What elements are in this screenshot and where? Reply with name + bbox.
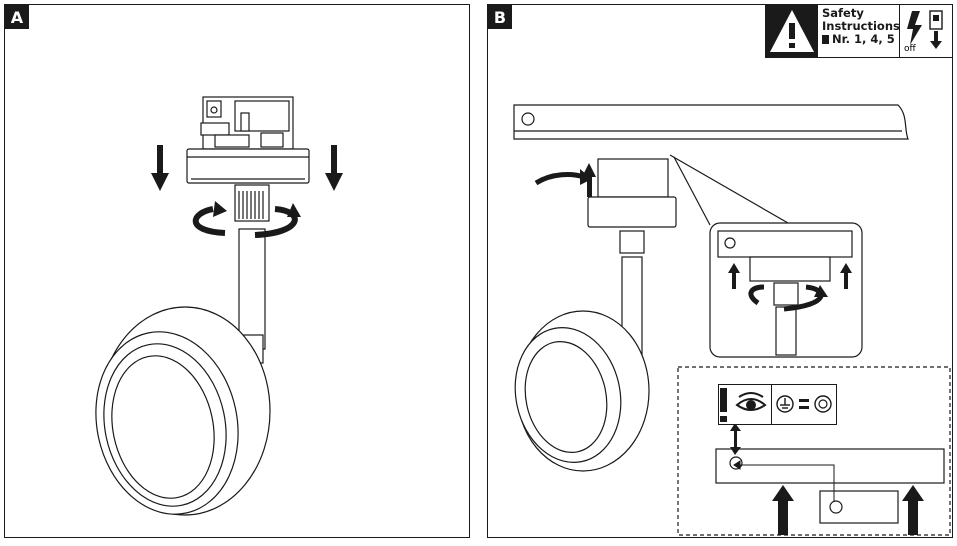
- stem: [238, 228, 266, 350]
- off-label: off: [904, 44, 916, 54]
- detail-collar: [773, 282, 799, 306]
- panel-b-illustration: [513, 104, 951, 536]
- bottom-rail: [715, 448, 945, 484]
- safety-nr: Nr. 1, 4, 5: [822, 33, 898, 46]
- rotate-arrow-icon: [192, 206, 298, 238]
- up-arrow-icon: [587, 175, 592, 197]
- panel-a: A: [4, 4, 470, 538]
- ground-instruction-box: [718, 384, 837, 425]
- safety-title-line2: Instructions: [822, 19, 900, 33]
- panel-b: B Safety Instructions Nr. 1, 4, 5 o: [487, 4, 953, 538]
- detail-adapter: [749, 256, 831, 282]
- safety-text: Safety Instructions Nr. 1, 4, 5: [822, 6, 900, 46]
- lamp-lens: [111, 355, 215, 499]
- safety-title-line1: Safety: [822, 6, 864, 20]
- ground-symbol-icon: [724, 237, 736, 249]
- adapter-base: [186, 148, 310, 184]
- adapter-top: [597, 158, 669, 198]
- panel-a-label: A: [5, 5, 29, 29]
- ground-symbol-icon: [521, 112, 535, 126]
- down-arrow-icon: [331, 145, 337, 175]
- circle-contact-icon: [829, 500, 843, 514]
- detail-rail: [717, 230, 853, 258]
- down-arrow-icon: [157, 145, 163, 175]
- double-arrow-icon: [734, 429, 737, 449]
- exclamation-icon: [719, 385, 729, 424]
- warning-triangle-icon: [766, 5, 818, 57]
- document-icon: [822, 35, 829, 44]
- safety-nr-text: Nr. 1, 4, 5: [832, 32, 895, 46]
- panel-a-illustration: [95, 96, 343, 516]
- power-off-box: off: [899, 5, 952, 57]
- up-arrow-icon: [908, 499, 918, 535]
- eye-icon: [731, 385, 772, 424]
- up-arrow-icon: [778, 499, 788, 535]
- track-rail: [513, 104, 909, 140]
- up-arrow-icon: [732, 273, 736, 289]
- down-arrows: [151, 145, 343, 191]
- equals-icon: [799, 399, 809, 402]
- safety-instructions-box: Safety Instructions Nr. 1, 4, 5 off: [765, 5, 952, 58]
- ribbed-collar: [619, 230, 645, 254]
- lamp-lens: [524, 340, 608, 454]
- ribbed-collar: [234, 184, 270, 222]
- up-arrow-icon: [844, 273, 848, 289]
- ground-equals-contact: [776, 395, 832, 413]
- lightning-icon: [907, 10, 943, 49]
- adapter-base: [587, 196, 677, 228]
- panel-b-label: B: [488, 5, 512, 29]
